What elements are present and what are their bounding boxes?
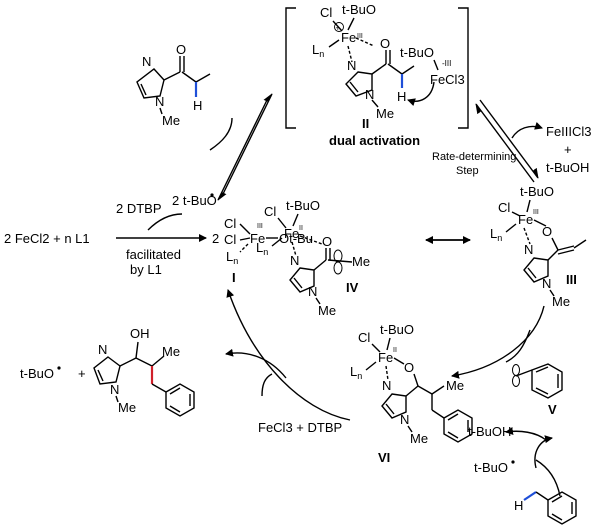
fe-oxidation: II (299, 225, 303, 232)
carbonyl-o: O (322, 234, 332, 249)
fe-oxidation: III (533, 209, 539, 216)
methyl-label: Me (376, 106, 394, 121)
imidazole-n: N (290, 253, 299, 268)
tbuo-label: t-BuO (342, 2, 376, 17)
h-atom: H (193, 98, 202, 113)
fe-atom: Fe (518, 212, 533, 227)
cl-atom: Cl (498, 200, 510, 215)
alkoxide-o: O (404, 360, 414, 375)
imidazole-n-methyl: N (308, 284, 317, 299)
dtbp-top: 2 DTBP (116, 201, 162, 216)
fe-atom: Fe (378, 350, 393, 365)
imidazole-n: N (142, 54, 151, 69)
methyl-label: Me (162, 113, 180, 128)
otbu-label: Ot-Bu (279, 231, 313, 246)
oh-label: OH (130, 326, 150, 341)
fecl3-dtbp-label: FeCl3 + DTBP (258, 420, 342, 435)
plus-charge-icon (334, 22, 344, 32)
toluene: H (514, 491, 577, 525)
radical-V: V (512, 363, 563, 417)
tbuo-bottom: t-BuO (474, 460, 508, 475)
label-II: II (362, 116, 369, 131)
ln-atom: Ln (312, 42, 324, 59)
facilitated-label: facilitated (126, 247, 181, 262)
imidazole-n-methyl: N (542, 276, 551, 291)
ln-atom: Ln (226, 249, 238, 266)
imidazole-n-methyl: N (155, 94, 164, 109)
cycle-arrows (116, 93, 561, 497)
complex-VI: Cl t-BuO Fe II Ln O N N Me Me VI (350, 322, 473, 465)
bracket-right (458, 7, 469, 129)
imidazole-n: N (347, 58, 356, 73)
product-tbuo-radical: t-BuO (20, 366, 54, 381)
ln-atom: Ln (256, 240, 268, 257)
ln-atom: Ln (350, 364, 362, 381)
step-label: Step (456, 165, 479, 177)
methyl-label: Me (318, 303, 336, 318)
complex-I-prefix: 2 (212, 231, 219, 246)
product: t-BuO + N N Me OH Me (20, 326, 195, 417)
feiiicl3-label: FeIIICl3 (546, 124, 592, 139)
reagent-labels: 2 FeCl2 + n L1 2 DTBP 2 t-BuO facilitate… (4, 124, 592, 475)
label-III: III (566, 272, 577, 287)
imidazole-n-methyl: N (365, 87, 374, 102)
cl-atom-2: Cl (224, 232, 236, 247)
imidazole-n: N (382, 378, 391, 393)
fe-oxidation: II (393, 347, 397, 354)
ln-atom: Ln (490, 226, 502, 243)
partner-oxidation: -III (442, 59, 451, 68)
tbuo-radical-top: 2 t-BuO (172, 193, 217, 208)
fe-atom: Fe (341, 30, 356, 45)
svg-text:+: + (336, 24, 341, 33)
cl-atom: Cl (264, 204, 276, 219)
fecl2-reagent: 2 FeCl2 + n L1 (4, 231, 90, 246)
ketone-substrate: N O H N Me (136, 42, 211, 128)
h-atom: H (514, 498, 523, 513)
label-V: V (548, 402, 557, 417)
cl-atom: Cl (358, 330, 370, 345)
me-label: Me (446, 378, 464, 393)
complex-IV: Cl t-BuO Fe II Ln N N Me O Me IV (256, 198, 370, 318)
label-IV: IV (346, 280, 359, 295)
partner-tbuo: t-BuO (400, 45, 434, 60)
cl-atom: Cl (320, 5, 332, 20)
tbuoh-right: t-BuOH (546, 160, 589, 175)
fe-atom: Fe (250, 231, 265, 246)
imidazole-n: N (98, 342, 107, 357)
fe-oxidation: III (357, 33, 363, 40)
imidazole-n: N (524, 242, 533, 257)
me-label: Me (352, 254, 370, 269)
imidazole-n-methyl: N (400, 412, 409, 427)
tbuoh-bottom: t-BuOH (468, 424, 511, 439)
complex-III: Cl t-BuO Fe III Ln O N N Me III (490, 184, 587, 309)
label-VI: VI (378, 450, 390, 465)
methyl-label: Me (118, 400, 136, 415)
me-label: Me (162, 344, 180, 359)
enolate-o: O (542, 224, 552, 239)
h-atom: H (397, 89, 406, 104)
carbonyl-o: O (176, 42, 186, 57)
by-l1-label: by L1 (130, 262, 162, 277)
carbonyl-o: O (380, 36, 390, 51)
tbuo-label: t-BuO (520, 184, 554, 199)
fe-oxidation: III (257, 223, 263, 230)
product-plus: + (78, 366, 86, 381)
fe-atom: Fe (284, 226, 299, 241)
caption-dual-activation: dual activation (329, 133, 420, 148)
complex-II: Cl t-BuO + Fe III Ln N N Me O H t-BuO -I… (312, 2, 465, 148)
complex-I: 2 Cl Cl Fe III Ot-Bu Ln I (212, 216, 313, 285)
cl-atom-1: Cl (224, 216, 236, 231)
bracket-left (285, 7, 296, 129)
methyl-label: Me (410, 431, 428, 446)
tbuo-label: t-BuO (286, 198, 320, 213)
plus-sign: + (564, 142, 572, 157)
imidazole-n-methyl: N (110, 382, 119, 397)
label-I: I (232, 270, 236, 285)
methyl-label: Me (552, 294, 570, 309)
rate-determining-label: Rate-determining (432, 151, 516, 163)
tbuo-label: t-BuO (380, 322, 414, 337)
partner-fecl3: FeCl3 (430, 72, 465, 87)
